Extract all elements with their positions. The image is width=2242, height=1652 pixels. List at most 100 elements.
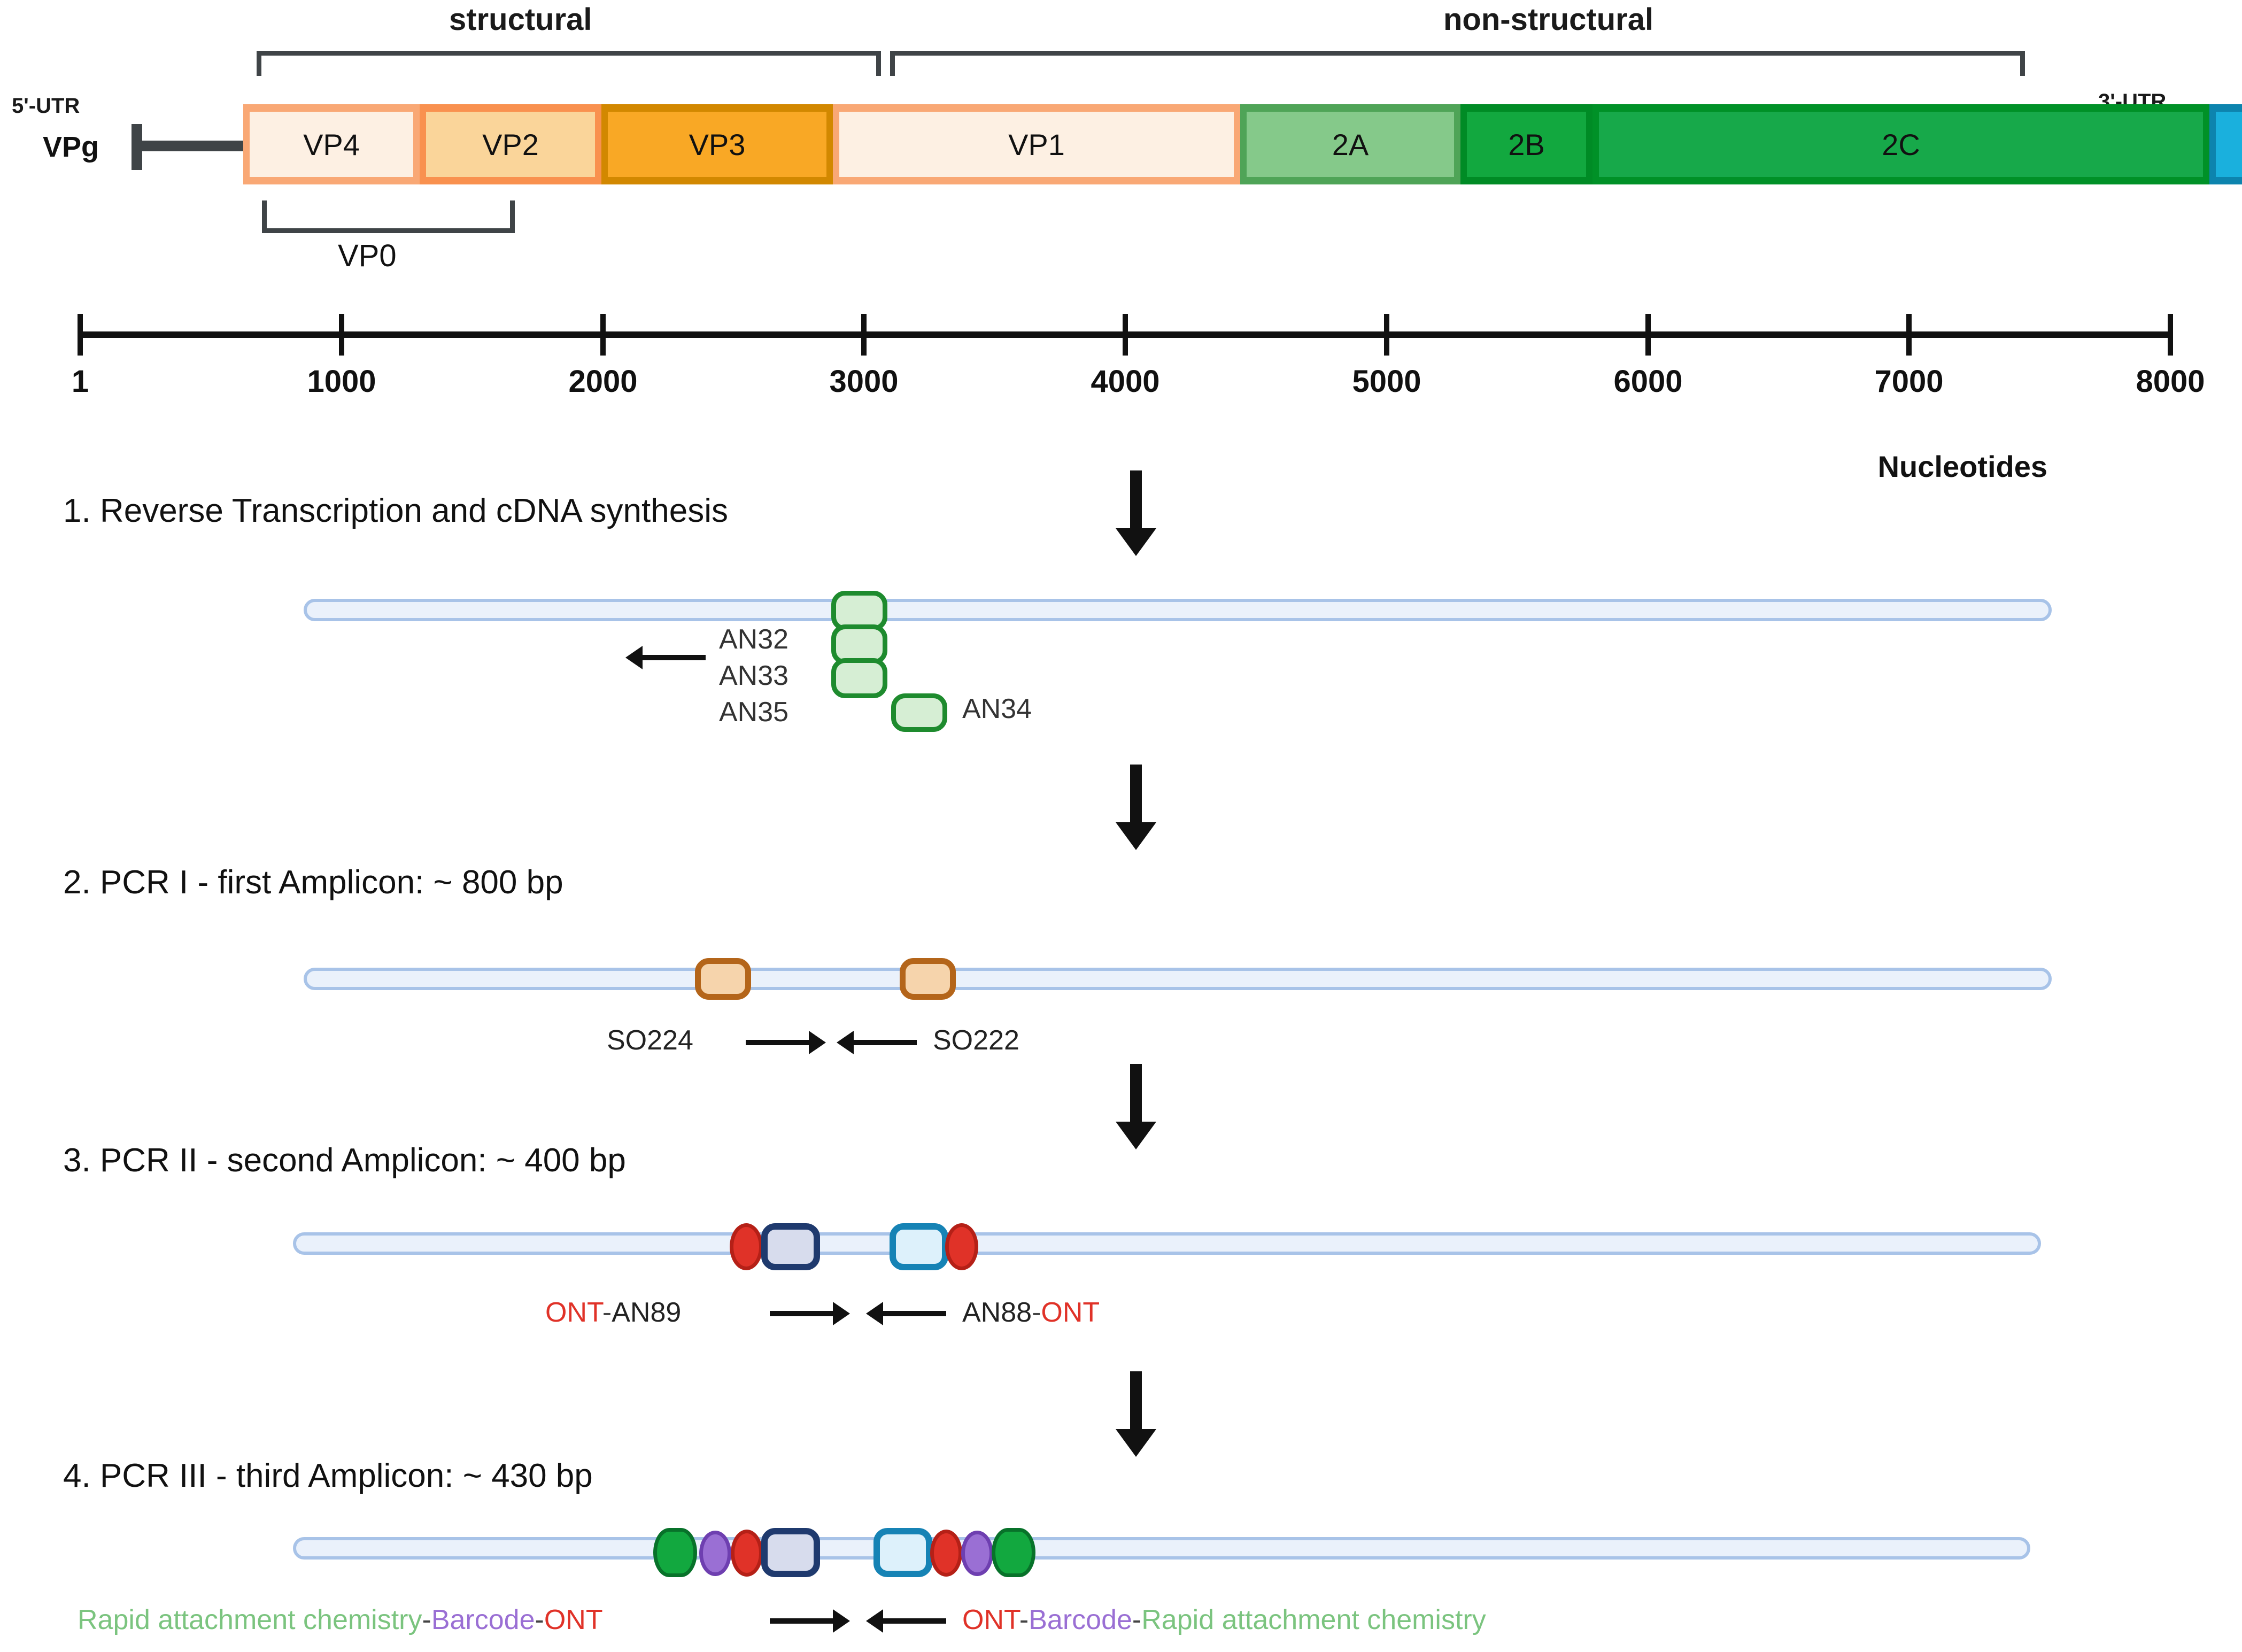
pcr2-reverse-primer-an88 — [890, 1223, 948, 1270]
pcr3-fwd-part-1: - — [422, 1604, 431, 1635]
rt-primer-label-an34: AN34 — [962, 693, 1032, 724]
pcr3-barcode-tag-right — [961, 1531, 993, 1576]
pcr3-forward-primer-an89 — [761, 1528, 820, 1577]
pcr2-fwd-part-0: ONT — [545, 1297, 602, 1328]
gene-segment-vp3: VP3 — [601, 104, 833, 184]
axis-tick-label: 1000 — [307, 364, 376, 399]
gene-label: 2A — [1332, 127, 1369, 161]
nucleotide-axis: 1 1000 2000 3000 4000 5000 6000 7000 8000 — [72, 314, 2205, 399]
pcr3-rev-part-4: Rapid attachment chemistry — [1141, 1604, 1486, 1635]
pcr3-reverse-primer-an88 — [873, 1528, 932, 1577]
pcr2-rev-part-0: AN88 — [962, 1297, 1032, 1328]
axis-tick — [861, 314, 867, 356]
genome-map: VP4VP2VP3VP12A2B2C3A3B3C3D — [243, 104, 2242, 184]
gene-segment-vp1: VP1 — [833, 104, 1240, 184]
vp0-bracket — [262, 200, 515, 233]
structural-bracket — [257, 51, 881, 76]
axis-tick — [1384, 314, 1389, 356]
non-structural-bracket-label: non-structural — [1443, 2, 1654, 37]
non-structural-bracket — [890, 51, 2025, 76]
gene-label: VP3 — [689, 127, 746, 161]
gene-segment-2a: 2A — [1240, 104, 1460, 184]
nucleotides-axis-label: Nucleotides — [1877, 450, 2047, 483]
pcr3-forward-primer-label: Rapid attachment chemistry-Barcode-ONT — [78, 1604, 603, 1636]
pcr2-ont-tag-right — [945, 1223, 978, 1270]
pcr1-reverse-primer-so222 — [900, 958, 956, 1000]
vpg-label: VPg — [43, 131, 99, 163]
gene-segment-inner — [250, 112, 413, 177]
pcr1-forward-primer-so224 — [695, 958, 751, 1000]
structural-bracket-label: structural — [449, 2, 592, 37]
pcr2-forward-arrow — [770, 1302, 850, 1325]
pcr2-forward-primer-label: ONT-AN89 — [545, 1296, 681, 1329]
gene-segment-2b: 2B — [1460, 104, 1592, 184]
gene-segment-vp4: VP4 — [243, 104, 420, 184]
pcr3-barcode-tag-left — [699, 1531, 731, 1576]
pcr1-forward-arrow — [746, 1031, 826, 1054]
pcr3-reverse-arrow — [866, 1609, 946, 1633]
rt-primer-an32 — [831, 591, 887, 631]
step-1-strand — [304, 599, 2052, 621]
pcr2-forward-primer-an89 — [761, 1223, 820, 1270]
gene-segment-vp2: VP2 — [420, 104, 601, 184]
pcr3-fwd-part-0: Rapid attachment chemistry — [78, 1604, 422, 1635]
pcr2-fwd-part-2: AN89 — [612, 1297, 682, 1328]
step-2-heading: 2. PCR I - first Amplicon: ~ 800 bp — [63, 864, 563, 901]
gene-segment-inner — [2216, 112, 2242, 177]
axis-tick — [339, 314, 344, 356]
gene-segment-inner — [839, 112, 1234, 177]
pcr3-rev-part-0: ONT — [962, 1604, 1019, 1635]
gene-segment-inner — [1467, 112, 1586, 177]
pcr2-fwd-part-1: - — [602, 1297, 612, 1328]
axis-tick-label: 2000 — [568, 364, 638, 399]
axis-tick — [2168, 314, 2173, 356]
five-prime-utr-label: 5'-UTR — [12, 94, 80, 118]
step-3-strand — [293, 1232, 2041, 1255]
pcr1-forward-primer-label: SO224 — [607, 1025, 693, 1056]
rt-primer-label-an35: AN35 — [719, 697, 789, 728]
axis-tick — [1906, 314, 1912, 356]
gene-segment-inner — [608, 112, 826, 177]
pcr3-rev-part-1: - — [1019, 1604, 1029, 1635]
rt-primer-an35 — [831, 658, 887, 698]
vpg-connector-line — [137, 141, 246, 151]
pcr2-rev-part-1: - — [1032, 1297, 1041, 1328]
pcr3-rapid-chemistry-tag-left — [653, 1528, 697, 1577]
vp0-label: VP0 — [338, 238, 397, 273]
axis-tick-label: 4000 — [1091, 364, 1160, 399]
pcr3-rev-part-2: Barcode — [1029, 1604, 1132, 1635]
pcr2-reverse-primer-label: AN88-ONT — [962, 1296, 1100, 1329]
axis-tick-label: 5000 — [1352, 364, 1421, 399]
axis-tick — [78, 314, 83, 356]
gene-segment-2c: 2C — [1592, 104, 2209, 184]
pcr2-reverse-arrow — [866, 1302, 946, 1325]
pcr1-reverse-arrow — [837, 1031, 917, 1054]
pcr3-fwd-part-2: Barcode — [431, 1604, 535, 1635]
axis-tick — [600, 314, 606, 356]
pcr3-fwd-part-4: ONT — [544, 1604, 603, 1635]
gene-label: 2C — [1882, 127, 1920, 161]
pcr3-rev-part-3: - — [1132, 1604, 1142, 1635]
pcr3-ont-tag-left — [731, 1530, 763, 1577]
axis-tick-label: 6000 — [1613, 364, 1683, 399]
gene-label: VP4 — [303, 127, 360, 161]
pcr3-rapid-chemistry-tag-right — [992, 1528, 1035, 1577]
axis-tick-label: 8000 — [2136, 364, 2205, 399]
pcr1-reverse-primer-label: SO222 — [933, 1025, 1019, 1056]
gene-label: 2B — [1508, 127, 1545, 161]
axis-tick-label: 1 — [71, 364, 89, 399]
gene-segment-3a: 3A — [2209, 104, 2242, 184]
axis-tick-label: 3000 — [829, 364, 899, 399]
gene-label: VP1 — [1008, 127, 1065, 161]
gene-label: VP2 — [482, 127, 539, 161]
axis-tick — [1645, 314, 1651, 356]
step-2-strand — [304, 968, 2052, 990]
pcr3-reverse-primer-label: ONT-Barcode-Rapid attachment chemistry — [962, 1604, 1486, 1636]
step-4-strand — [293, 1537, 2030, 1560]
axis-tick-label: 7000 — [1874, 364, 1944, 399]
gene-segment-inner — [1247, 112, 1454, 177]
step-1-heading: 1. Reverse Transcription and cDNA synthe… — [63, 492, 728, 529]
rt-primer-label-an33: AN33 — [719, 660, 789, 691]
rt-direction-arrow — [625, 646, 706, 669]
pcr2-rev-part-2: ONT — [1041, 1297, 1100, 1328]
